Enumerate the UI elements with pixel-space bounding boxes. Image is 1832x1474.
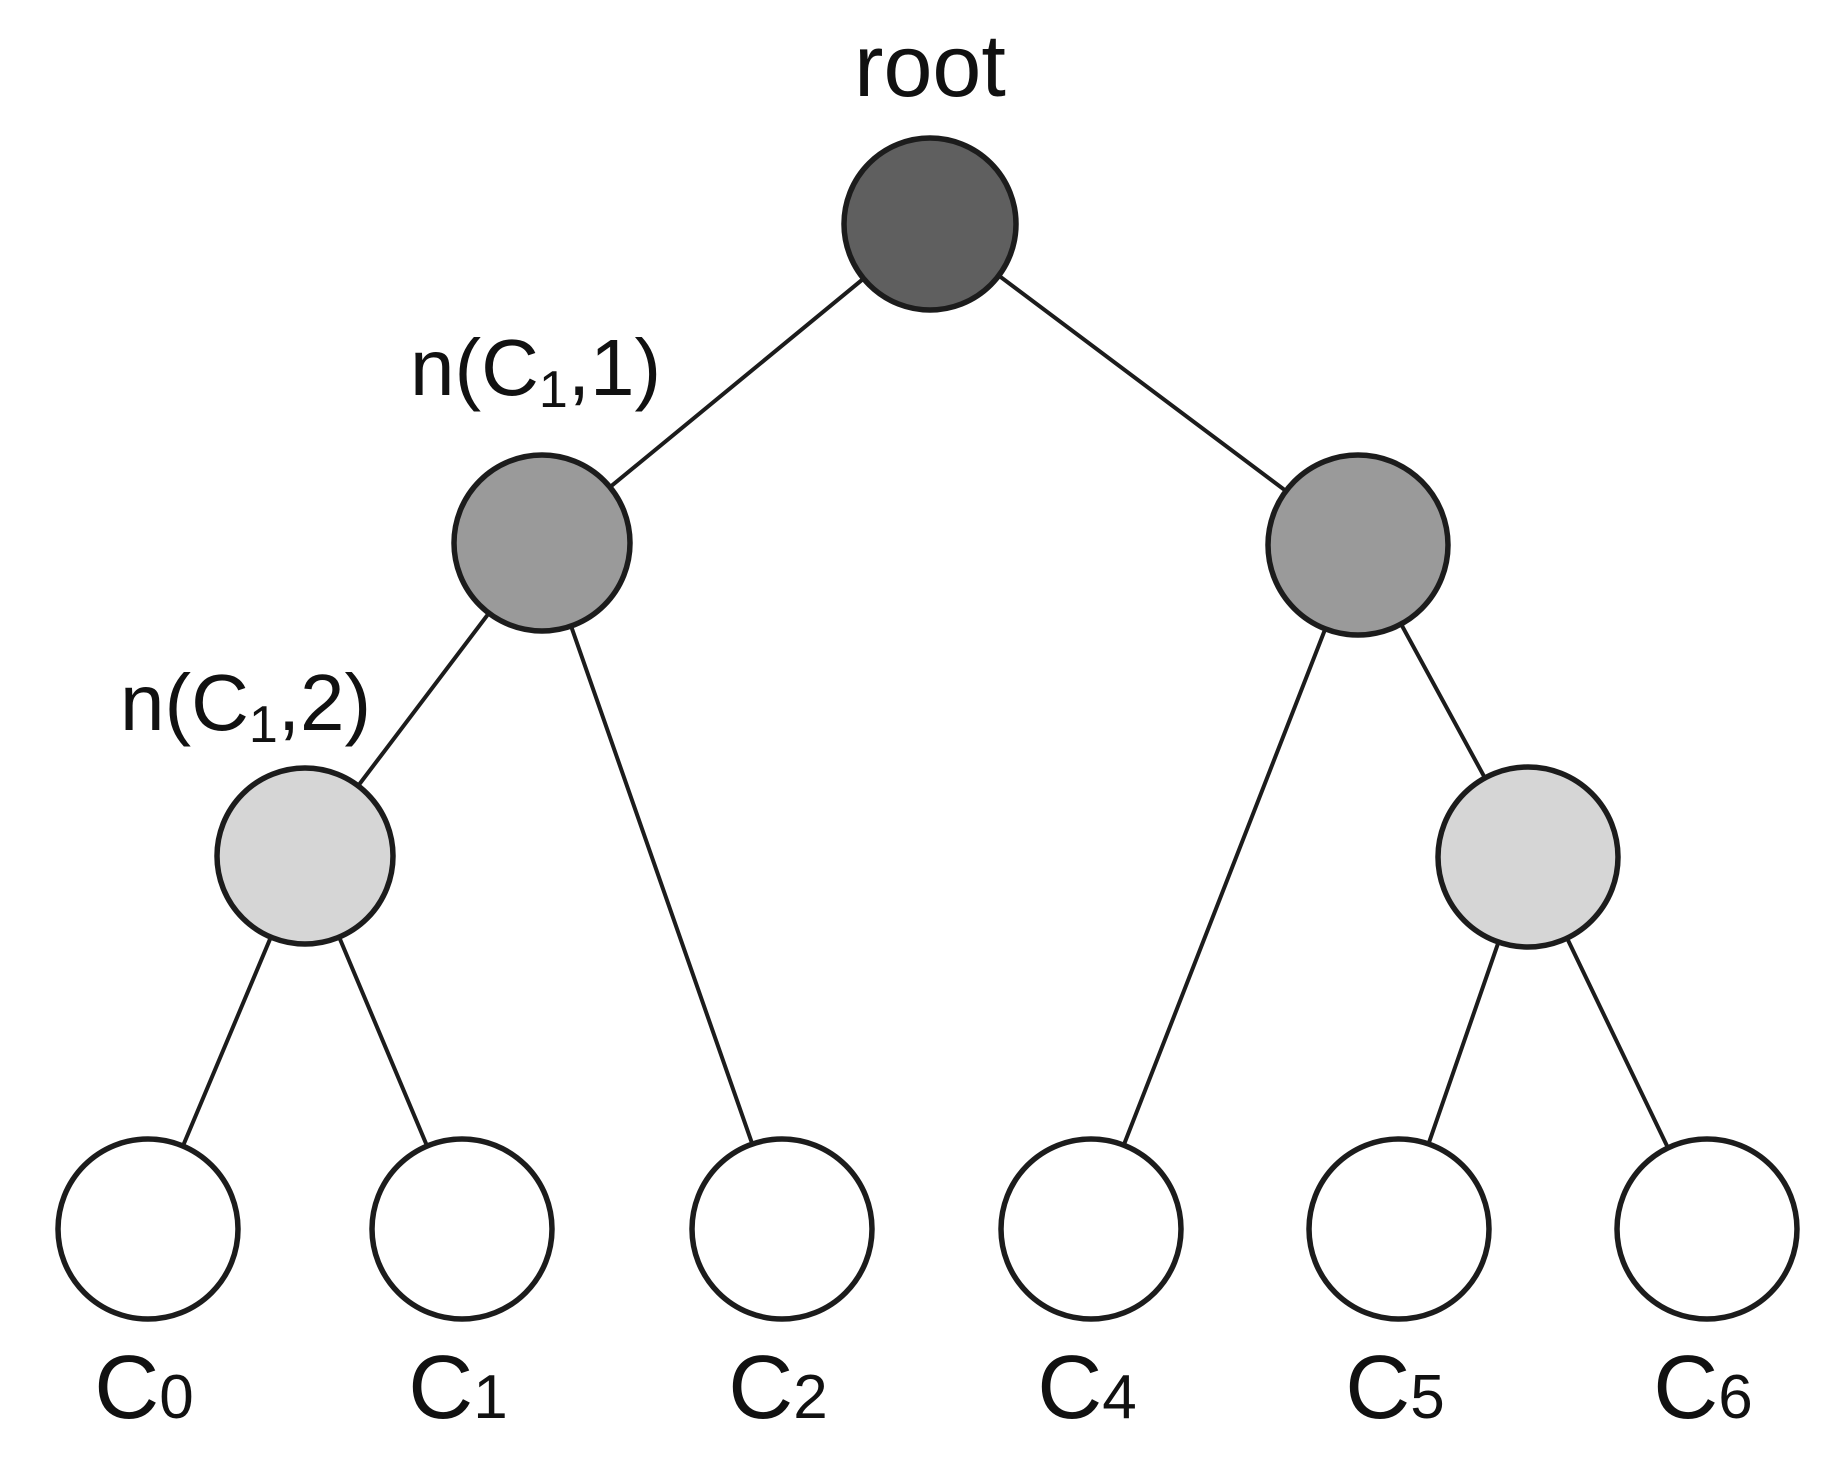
leaf-node-c2 [689, 1136, 875, 1322]
leaf-node-c6 [1614, 1136, 1800, 1322]
annotation-n-c1-1-post: ,1) [568, 323, 661, 412]
leaf-label-c6: C6 [1653, 1338, 1752, 1438]
leaf-node-c1 [369, 1136, 555, 1322]
leaf-node-c5 [1306, 1136, 1492, 1322]
internal-node-right [1265, 452, 1451, 638]
group-node-right [1435, 764, 1621, 950]
edge-right-internal-to-leaf-c4 [1089, 543, 1360, 1231]
annotation-n-c1-2-pre: n(C [120, 658, 249, 747]
annotation-n-c1-1-pre: n(C [410, 323, 539, 412]
tree-edges [146, 222, 1709, 1231]
tree-labels: root n(C1,1) n(C1,2) C0 C1 C2 C4 C5 [94, 16, 1752, 1438]
leaf-label-c4: C4 [1037, 1338, 1136, 1438]
annotation-n-c1-1: n(C1,1) [410, 323, 661, 419]
annotation-n-c1-2: n(C1,2) [120, 658, 371, 754]
group-node-left [214, 765, 396, 947]
leaf-label-c5: C5 [1345, 1338, 1444, 1438]
root-label: root [854, 16, 1006, 115]
leaf-label-c0: C0 [94, 1338, 193, 1438]
annotation-n-c1-2-sub: 1 [249, 696, 278, 754]
edge-left-internal-to-leaf-c2 [540, 541, 784, 1231]
leaf-node-c4 [998, 1136, 1184, 1322]
annotation-n-c1-1-sub: 1 [539, 361, 568, 419]
internal-node-left [451, 452, 633, 634]
leaf-label-c2: C2 [728, 1338, 827, 1438]
annotation-n-c1-2-post: ,2) [278, 658, 371, 747]
leaf-node-c0 [55, 1136, 241, 1322]
root-node [841, 135, 1019, 313]
leaf-label-c1: C1 [408, 1338, 507, 1438]
tree-nodes [55, 135, 1800, 1322]
